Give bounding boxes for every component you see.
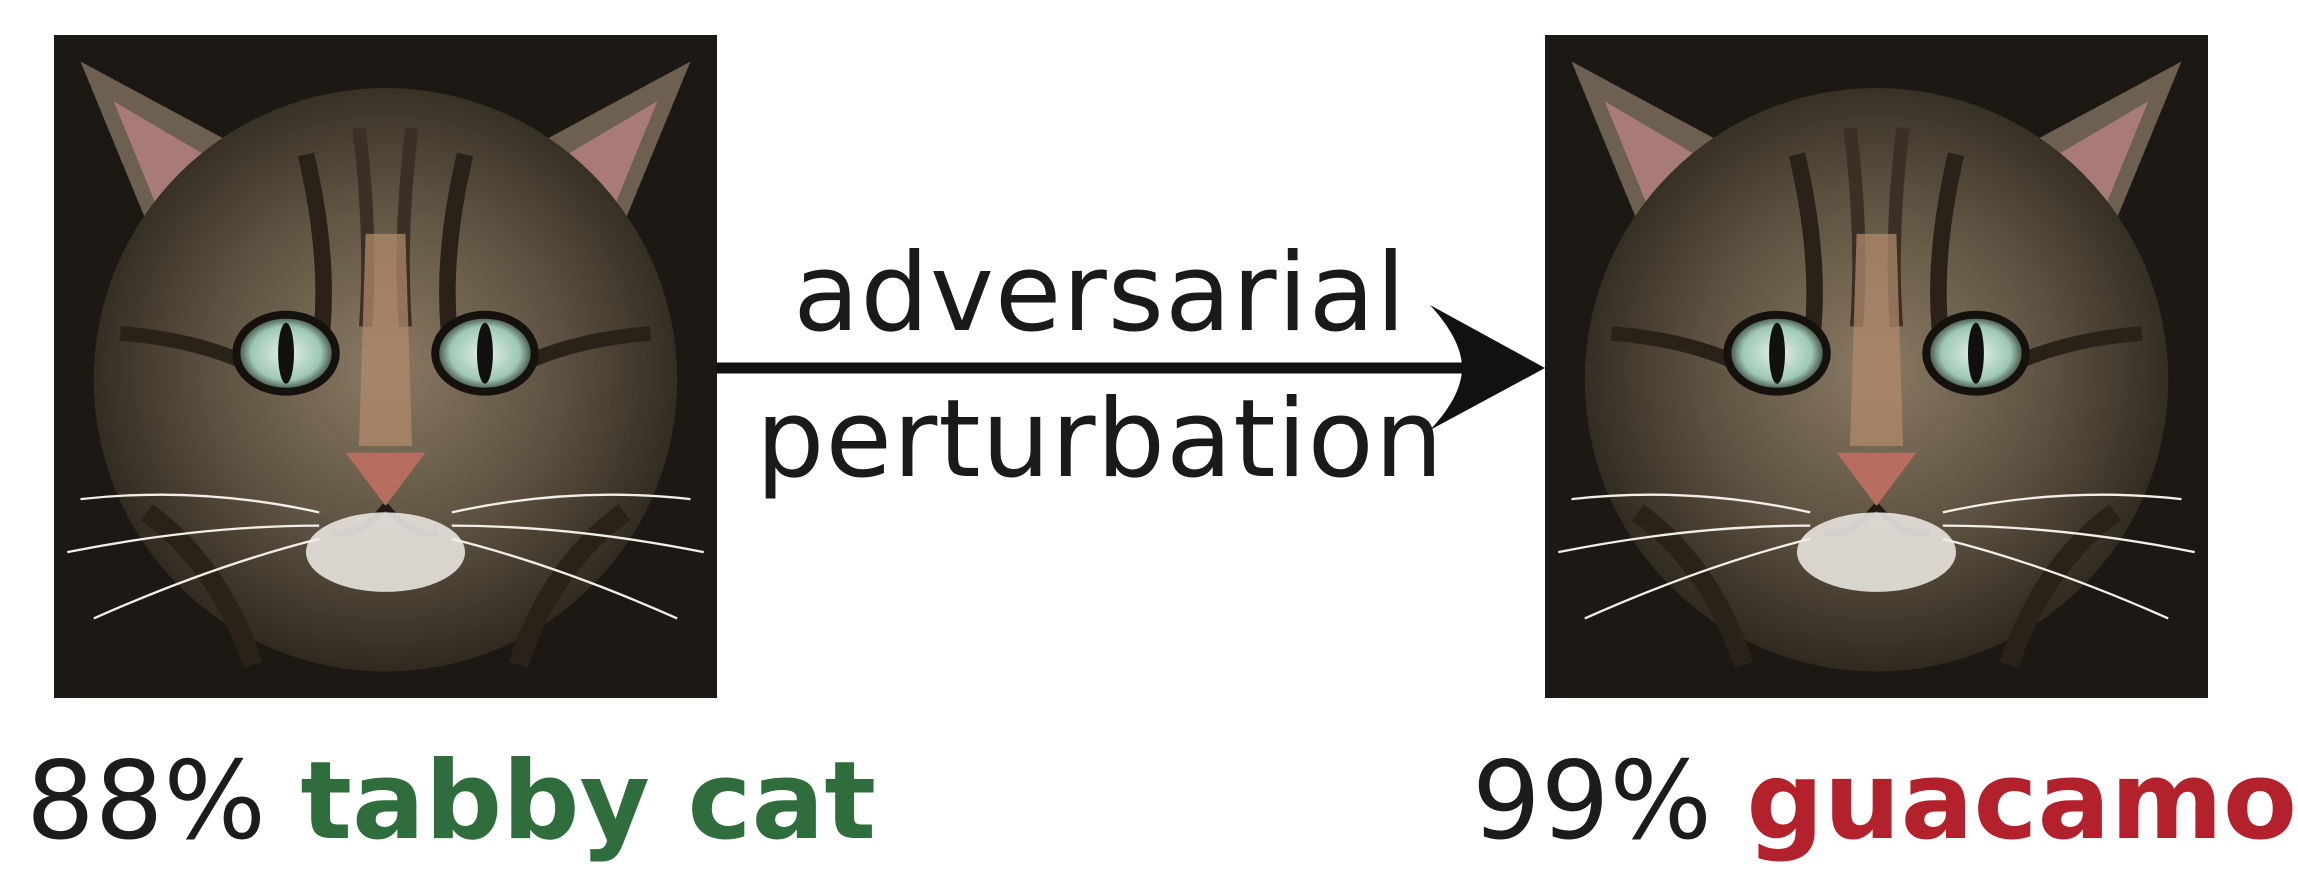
cat-photo-illustration xyxy=(54,35,717,698)
adversarial-prediction-caption: 99% guacamole xyxy=(1472,745,2298,858)
cat-photo-illustration-perturbed xyxy=(1545,35,2208,698)
arrow-label-line1: adversarial xyxy=(793,231,1407,356)
adversarial-confidence: 99% xyxy=(1472,739,1713,864)
original-class-label: tabby cat xyxy=(300,739,877,864)
original-confidence: 88% xyxy=(26,739,267,864)
adversarial-class-label: guacamole xyxy=(1746,739,2298,864)
arrow-label-line2: perturbation xyxy=(755,377,1445,502)
perturbed-cat-image xyxy=(1545,35,2208,698)
original-cat-image xyxy=(54,35,717,698)
original-prediction-caption: 88% tabby cat xyxy=(26,745,876,858)
